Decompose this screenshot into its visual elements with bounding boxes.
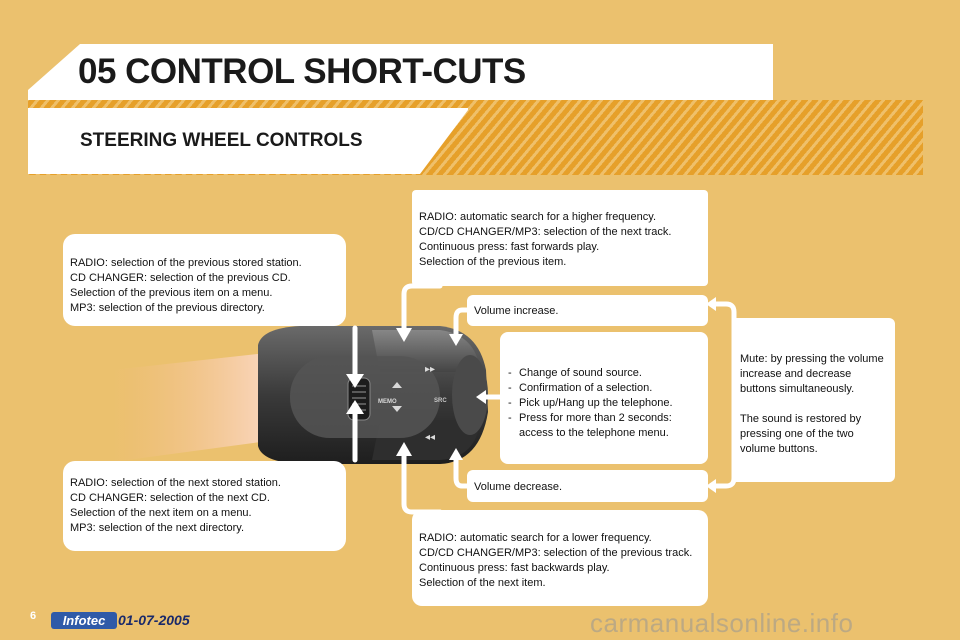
previous-station-box: RADIO: selection of the previous stored … bbox=[63, 234, 346, 326]
search-lower-line-2: CD/CD CHANGER/MP3: selection of the prev… bbox=[419, 547, 693, 559]
search-higher-line-3: Continuous press: fast forwards play. bbox=[419, 241, 600, 253]
arrowhead-search-higher-icon bbox=[396, 328, 412, 342]
previous-station-line-2: CD CHANGER: selection of the previous CD… bbox=[70, 272, 291, 284]
arrowhead-prev-station-icon bbox=[346, 374, 364, 388]
edition-date: 01-07-2005 bbox=[118, 612, 190, 628]
search-lower-line-1: RADIO: automatic search for a lower freq… bbox=[419, 532, 652, 544]
next-station-line-3: Selection of the next item on a menu. bbox=[70, 507, 252, 519]
previous-station-line-4: MP3: selection of the previous directory… bbox=[70, 302, 265, 314]
arrowhead-source-icon bbox=[476, 390, 486, 404]
next-station-line-2: CD CHANGER: selection of the next CD. bbox=[70, 492, 270, 504]
source-list: Change of sound source. Confirmation of … bbox=[505, 366, 700, 441]
page-number: 6 bbox=[30, 610, 37, 622]
arrowhead-mute-top-icon bbox=[706, 297, 716, 311]
volume-decrease-box: Volume decrease. bbox=[467, 470, 708, 502]
arrowhead-mute-bottom-icon bbox=[706, 479, 716, 493]
page-title: 05 CONTROL SHORT-CUTS bbox=[78, 52, 526, 91]
next-station-line-4: MP3: selection of the next directory. bbox=[70, 522, 245, 534]
stalk-glow bbox=[112, 352, 275, 462]
mute-paragraph-1: Mute: by pressing the volume increase an… bbox=[740, 353, 884, 395]
search-higher-line-4: Selection of the previous item. bbox=[419, 256, 567, 268]
mute-box: Mute: by pressing the volume increase an… bbox=[734, 318, 895, 482]
fast-forward-icon: ▸▸ bbox=[425, 364, 435, 375]
arrow-volume-down bbox=[453, 453, 471, 489]
previous-station-line-1: RADIO: selection of the previous stored … bbox=[70, 257, 302, 269]
search-higher-line-1: RADIO: automatic search for a higher fre… bbox=[419, 211, 657, 223]
arrowhead-search-lower-icon bbox=[396, 442, 412, 456]
brand-logo: Infotec bbox=[51, 612, 117, 629]
search-higher-box: RADIO: automatic search for a higher fre… bbox=[412, 190, 708, 286]
mute-paragraph-2: The sound is restored by pressing one of… bbox=[740, 413, 862, 455]
source-box: Change of sound source. Confirmation of … bbox=[500, 332, 708, 464]
next-station-box: RADIO: selection of the next stored stat… bbox=[63, 461, 346, 551]
search-lower-line-3: Continuous press: fast backwards play. bbox=[419, 562, 610, 574]
arrowhead-volume-up-icon bbox=[449, 334, 463, 346]
memo-down-icon bbox=[392, 406, 402, 412]
volume-decrease-text: Volume decrease. bbox=[474, 481, 563, 493]
arrow-mute-bracket bbox=[709, 301, 737, 489]
search-lower-line-4: Selection of the next item. bbox=[419, 577, 546, 589]
volume-increase-box: Volume increase. bbox=[467, 295, 708, 326]
previous-station-line-3: Selection of the previous item on a menu… bbox=[70, 287, 273, 299]
search-higher-line-2: CD/CD CHANGER/MP3: selection of the next… bbox=[419, 226, 672, 238]
src-label: SRC bbox=[434, 398, 447, 404]
subtitle-bar bbox=[28, 108, 468, 174]
title-bar bbox=[28, 44, 773, 100]
source-item-4: Press for more than 2 seconds: access to… bbox=[505, 411, 700, 441]
fast-backward-icon: ◂◂ bbox=[425, 432, 435, 443]
section-title: STEERING WHEEL CONTROLS bbox=[80, 130, 363, 151]
source-item-2: Confirmation of a selection. bbox=[505, 381, 700, 396]
stalk-end-cap bbox=[452, 355, 488, 435]
arrow-volume-up bbox=[453, 307, 471, 341]
arrowhead-volume-down-icon bbox=[449, 448, 463, 460]
source-item-3: Pick up/Hang up the telephone. bbox=[505, 396, 700, 411]
watermark: carmanualsonline.info bbox=[590, 608, 854, 638]
arrowhead-next-station-icon bbox=[346, 400, 364, 414]
arrow-search-higher bbox=[401, 283, 443, 335]
memo-label: MEMO bbox=[378, 399, 397, 405]
search-lower-box: RADIO: automatic search for a lower freq… bbox=[412, 510, 708, 606]
next-station-line-1: RADIO: selection of the next stored stat… bbox=[70, 477, 281, 489]
memo-up-icon bbox=[392, 382, 402, 388]
volume-increase-text: Volume increase. bbox=[474, 305, 559, 317]
arrow-search-lower bbox=[401, 449, 443, 515]
source-item-1: Change of sound source. bbox=[505, 366, 700, 381]
